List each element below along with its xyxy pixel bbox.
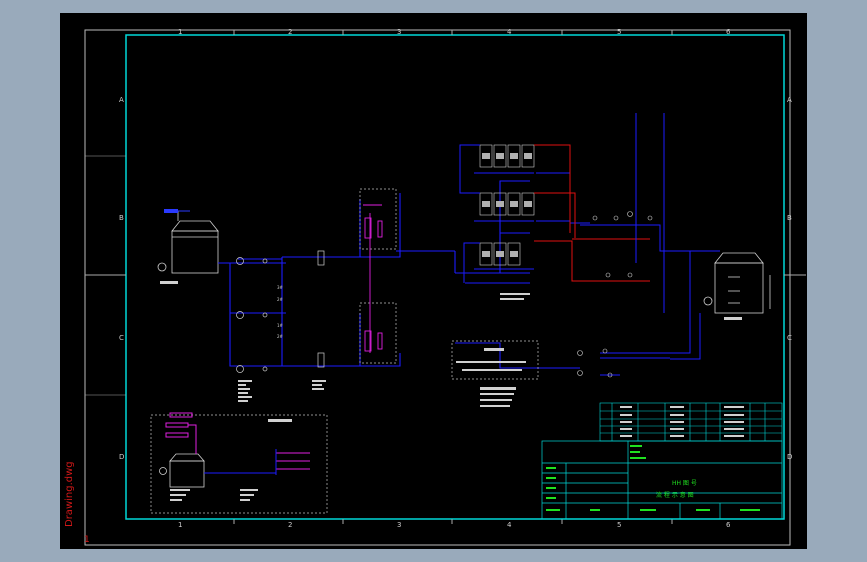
- col-label: 6: [726, 521, 731, 529]
- svg-text:3#: 3#: [277, 285, 284, 290]
- cad-viewport[interactable]: 1 2 3 4 5 6 1 2 3 4 5 6 A B C D A B C D: [60, 13, 807, 549]
- filter-skid-upper: [359, 188, 397, 250]
- page-number: 1: [84, 535, 90, 545]
- drawing-number: HH 图 号: [672, 480, 697, 487]
- grid-columns-top: 1 2 3 4 5 6: [178, 28, 731, 36]
- feed-piping: [218, 180, 580, 369]
- row-label: B: [787, 214, 792, 222]
- drawing-sheet: 1 2 3 4 5 6 1 2 3 4 5 6 A B C D A B C D: [84, 28, 806, 546]
- title-block-text: [546, 445, 760, 511]
- filters-magenta: [363, 204, 383, 353]
- parts-list: [599, 402, 783, 442]
- col-label: 5: [617, 28, 621, 36]
- row-label: A: [787, 96, 792, 104]
- dosing-lines: [165, 412, 310, 470]
- row-label: A: [119, 96, 124, 104]
- row-label: B: [119, 214, 124, 222]
- svg-text:1#: 1#: [277, 323, 284, 328]
- col-label: 1: [178, 521, 182, 529]
- valves-right: [577, 211, 653, 378]
- paper-border: [84, 29, 791, 546]
- col-label: 3: [397, 521, 401, 529]
- watermark-filename: Drawing.dwg: [64, 461, 75, 527]
- control-skid: [451, 340, 539, 380]
- pump-labels: 3# 2# 1# 2#: [277, 285, 284, 339]
- col-label: 4: [507, 521, 512, 529]
- control-skid-notes: [456, 293, 530, 407]
- equipment-notes-left: [160, 281, 326, 402]
- dosing-feed: [204, 449, 277, 475]
- col-label: 1: [178, 28, 182, 36]
- col-label: 6: [726, 28, 731, 36]
- ro-unit-group: [479, 144, 535, 266]
- col-label: 5: [617, 521, 621, 529]
- drawing-title: 流 程 示 意 图: [656, 491, 694, 499]
- parts-list-text: [620, 406, 744, 437]
- col-label: 3: [397, 28, 401, 36]
- grid-rows-right: A B C D: [784, 96, 806, 461]
- grid-columns-bottom: 1 2 3 4 5 6: [178, 519, 731, 529]
- grid-rows-left: A B C D: [85, 96, 126, 461]
- product-lines: [580, 113, 720, 376]
- dosing-tank: [159, 453, 205, 488]
- filter-skid-lower: [359, 302, 397, 364]
- product-tank-label: [724, 317, 742, 320]
- raw-water-tank: [157, 211, 219, 274]
- ro-feed-lines: [459, 144, 590, 283]
- svg-text:2#: 2#: [277, 334, 284, 339]
- feed-pumps: [236, 250, 325, 373]
- dosing-notes: [170, 489, 258, 501]
- inlet-label: [164, 209, 178, 213]
- col-label: 2: [288, 28, 292, 36]
- dosing-title: [268, 419, 292, 422]
- concentrate-lines: [534, 144, 650, 282]
- product-water-tank: [703, 252, 771, 314]
- row-label: C: [787, 334, 792, 342]
- ro-unit-fill: [482, 153, 532, 257]
- row-label: C: [119, 334, 124, 342]
- title-block: [541, 440, 783, 520]
- row-label: D: [119, 453, 124, 461]
- row-label: D: [787, 453, 792, 461]
- dosing-inset: [150, 414, 328, 514]
- drawing-frame: [125, 34, 785, 520]
- svg-text:2#: 2#: [277, 297, 284, 302]
- col-label: 4: [507, 28, 512, 36]
- col-label: 2: [288, 521, 292, 529]
